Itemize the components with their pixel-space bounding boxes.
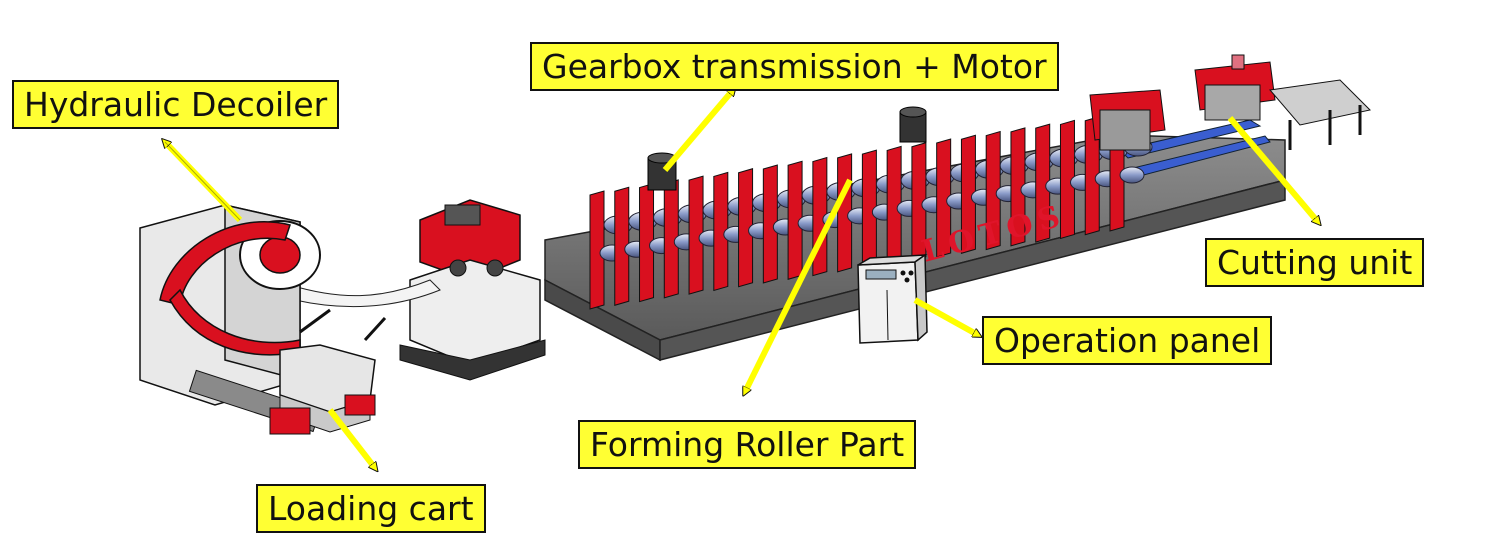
label-gearbox-transmission-motor: Gearbox transmission + Motor [530,42,1059,91]
label-operation-panel: Operation panel [982,316,1273,365]
station-frame [589,190,605,310]
station-frame [614,186,630,306]
station-frame [960,134,976,254]
station-frame [738,168,754,288]
label-loading-cart: Loading cart [256,484,486,533]
operation-panel-cabinet [857,253,928,344]
station-frame [911,142,927,262]
station-frame [936,138,952,258]
label-cutting-unit: Cutting unit [1205,238,1425,287]
gearbox-motor [647,106,927,191]
forming-stations [589,112,1153,310]
callout-arrows [165,90,1318,468]
steel-strip [289,279,441,308]
station-frame [713,171,729,292]
station-frame [985,130,1001,251]
station-frame [1059,119,1075,240]
arrow-cutting [1227,116,1318,222]
arrow-loading [327,408,375,468]
arrow-forming [745,178,853,392]
station-frame [1010,127,1026,247]
cutting-unit-machine [1089,54,1372,151]
feeding-unit [399,199,546,381]
arrow-decoiler [165,142,243,223]
arrow-decoiler-outline [164,141,241,221]
station-frame [1035,123,1051,243]
label-forming-roller-part: Forming Roller Part [578,420,917,469]
arrow-gearbox [662,90,733,172]
arrow-operation [913,297,978,335]
loading-cart-machine [269,308,387,435]
station-frame [762,164,778,284]
label-hydraulic-decoiler: Hydraulic Decoiler [12,80,340,129]
station-frame [688,175,704,295]
forming-roller [1119,166,1145,184]
